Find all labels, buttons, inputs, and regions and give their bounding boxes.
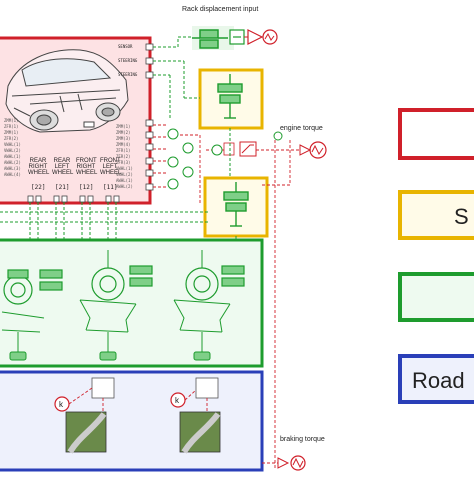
spring-damper-icon	[192, 29, 228, 49]
braking-torque-label: braking torque	[280, 436, 325, 443]
svg-text:ZMM(1): ZMM(1)	[4, 130, 18, 135]
summing-junction-icon	[167, 128, 283, 190]
road-input-block	[91, 377, 219, 399]
svg-text:ZFR(3): ZFR(3)	[116, 160, 130, 165]
spring-damper-icon	[7, 265, 245, 291]
mechanical-connections	[0, 36, 237, 240]
svg-text:AWHL(1): AWHL(1)	[116, 178, 133, 183]
svg-text:ZMM(4): ZMM(4)	[116, 142, 130, 147]
svg-text:VWHL(2): VWHL(2)	[116, 172, 133, 177]
wheel-id: [12]	[79, 184, 94, 191]
road-icon	[65, 411, 221, 454]
legend-item-suspension	[398, 272, 474, 322]
source-icon	[299, 141, 327, 159]
spring-damper-icon	[217, 74, 243, 119]
svg-text:AWHL(2): AWHL(2)	[4, 160, 21, 165]
car-port-label: SENSOR	[118, 44, 133, 49]
svg-text:AWHL(2): AWHL(2)	[116, 184, 133, 189]
legend-text: Road	[412, 368, 465, 393]
svg-text:AWHL(3): AWHL(3)	[4, 166, 21, 171]
legend-item-road: Road	[398, 354, 474, 404]
gain-k-icon	[54, 392, 186, 412]
car-ports-bottom	[27, 195, 120, 203]
svg-text:AWHL(1): AWHL(1)	[4, 154, 21, 159]
rack-actuator-block[interactable]	[192, 26, 278, 50]
svg-text:ZMM(3): ZMM(3)	[116, 136, 130, 141]
svg-text:ZFR(2): ZFR(2)	[116, 154, 130, 159]
svg-text:VWHL(1): VWHL(1)	[116, 166, 133, 171]
car-port-label: STEERING	[118, 72, 138, 77]
braking-torque-source	[262, 455, 306, 471]
car-port-label: STEERING	[118, 58, 138, 63]
gain-icon	[223, 141, 257, 157]
svg-text:VWHL(2): VWHL(2)	[4, 148, 21, 153]
wheel-id: [21]	[55, 184, 70, 191]
sensor-icon	[229, 29, 245, 45]
svg-text:k: k	[175, 396, 180, 405]
car-icon	[5, 49, 129, 133]
legend-item-car	[398, 108, 474, 160]
legend-text: S	[454, 204, 469, 229]
svg-text:ZMM(1): ZMM(1)	[4, 118, 18, 123]
steering-block-upper[interactable]	[198, 68, 264, 130]
svg-text:ZFR(1): ZFR(1)	[4, 124, 18, 129]
rack-input-label: Rack displacement input	[182, 6, 259, 13]
svg-text:k: k	[59, 400, 64, 409]
bearing-icon	[9, 351, 211, 361]
legend-item-steering: S	[398, 190, 474, 240]
road-block[interactable]: k k	[0, 370, 264, 472]
wheel-id: [11]	[103, 184, 118, 191]
svg-text:ZFR(1): ZFR(1)	[116, 148, 130, 153]
gain-icon	[247, 29, 264, 45]
engine-torque-label: engine torque	[280, 125, 323, 132]
suspension-block[interactable]	[0, 238, 264, 368]
svg-text:ZMM(2): ZMM(2)	[116, 130, 130, 135]
spring-damper-icon	[223, 182, 249, 227]
car-body-block[interactable]: ZMM(1)ZFR(1) ZMM(1)ZFR(2) VWHL(1)VWHL(2)…	[0, 36, 154, 205]
car-internal-ports: ZMM(1)ZFR(1) ZMM(1)ZFR(2) VWHL(1)VWHL(2)…	[4, 118, 133, 189]
svg-text:ZMM(1): ZMM(1)	[116, 124, 130, 129]
wheel-id: [22]	[31, 184, 46, 191]
source-icon	[262, 29, 278, 45]
svg-text:ZFR(2): ZFR(2)	[4, 136, 18, 141]
svg-text:AWHL(4): AWHL(4)	[4, 172, 21, 177]
steering-block-lower[interactable]	[203, 176, 269, 238]
svg-text:VWHL(1): VWHL(1)	[4, 142, 21, 147]
